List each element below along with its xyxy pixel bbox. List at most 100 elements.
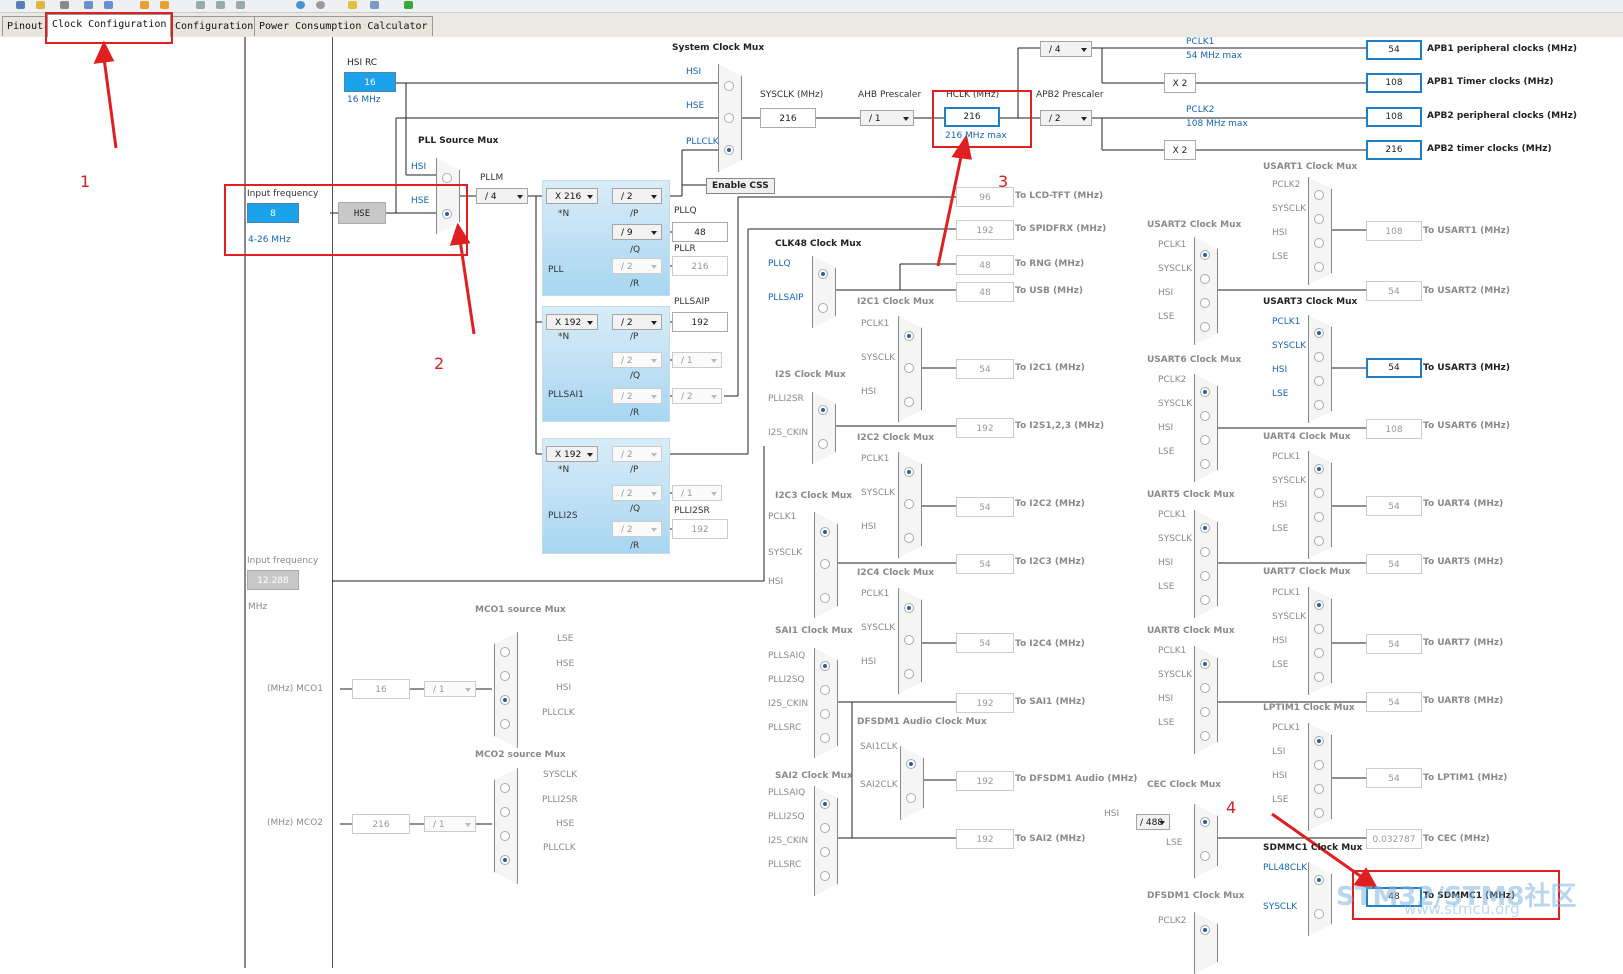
dfsdm1-pclk2-radio[interactable] xyxy=(1200,925,1210,935)
pllsai1-n-dropdown[interactable]: X 192 xyxy=(546,314,598,330)
uart4-pclk1-radio[interactable] xyxy=(1314,464,1324,474)
i2s-plli2sr-radio[interactable] xyxy=(818,405,828,415)
mco1-mux[interactable] xyxy=(494,632,518,748)
mco2-plli2sr-radio[interactable] xyxy=(500,807,510,817)
pllq-dropdown[interactable]: / 9 xyxy=(612,224,662,240)
sai1-pllsrc-radio[interactable] xyxy=(820,733,830,743)
plli2s-r-dropdown[interactable]: / 2 xyxy=(612,521,662,537)
usart3-pclk1-radio[interactable] xyxy=(1314,328,1324,338)
mco1-lse-radio[interactable] xyxy=(500,647,510,657)
sai1-ckin-radio[interactable] xyxy=(820,709,830,719)
uart8-pclk1-radio[interactable] xyxy=(1200,659,1210,669)
cec-lse-radio[interactable] xyxy=(1200,851,1210,861)
clk48-mux[interactable] xyxy=(812,256,836,328)
sai2-pllsrc-radio[interactable] xyxy=(820,871,830,881)
dfsdm-audio-sai1-radio[interactable] xyxy=(906,759,916,769)
uart7-sysclk-radio[interactable] xyxy=(1314,624,1324,634)
pllsai1-p-dropdown[interactable]: / 2 xyxy=(612,314,662,330)
uart8-mux[interactable] xyxy=(1194,646,1218,754)
usart6-pclk2-radio[interactable] xyxy=(1200,387,1210,397)
i2c1-mux[interactable] xyxy=(898,316,922,422)
sai2-mux[interactable] xyxy=(814,786,838,896)
usart2-pclk1-radio[interactable] xyxy=(1200,250,1210,260)
uart5-pclk1-radio[interactable] xyxy=(1200,523,1210,533)
dfsdm-audio-sai2-radio[interactable] xyxy=(906,793,916,803)
uart4-lse-radio[interactable] xyxy=(1314,536,1324,546)
plli2s-n-dropdown[interactable]: X 192 xyxy=(546,446,598,462)
mco2-pllclk-radio[interactable] xyxy=(500,855,510,865)
hclk-input[interactable]: 216 xyxy=(944,107,1000,127)
uart7-pclk1-radio[interactable] xyxy=(1314,600,1324,610)
pllr-dropdown[interactable]: / 2 xyxy=(612,258,662,274)
sdmmc1-pll48clk-radio[interactable] xyxy=(1314,875,1324,885)
pll-source-hse-radio[interactable] xyxy=(442,209,452,219)
generate-icon[interactable] xyxy=(140,1,149,9)
stop-icon[interactable] xyxy=(316,1,325,9)
uart7-hsi-radio[interactable] xyxy=(1314,648,1324,658)
uart5-lse-radio[interactable] xyxy=(1200,595,1210,605)
pllm-dropdown[interactable]: / 4 xyxy=(476,188,528,204)
sai2-pllsaiq-radio[interactable] xyxy=(820,799,830,809)
sys-mux-pllclk-radio[interactable] xyxy=(724,145,734,155)
mco1-div-dropdown[interactable]: / 1 xyxy=(424,681,476,697)
i2c4-sysclk-radio[interactable] xyxy=(904,635,914,645)
i2c1-pclk1-radio[interactable] xyxy=(904,331,914,341)
i2c2-sysclk-radio[interactable] xyxy=(904,499,914,509)
sdmmc1-mux[interactable] xyxy=(1308,862,1332,936)
search-icon[interactable] xyxy=(348,1,357,9)
system-clock-mux[interactable] xyxy=(718,64,742,172)
mco1-pllclk-radio[interactable] xyxy=(500,719,510,729)
cec-div-dropdown[interactable]: / 488 xyxy=(1136,814,1170,830)
paste-icon[interactable] xyxy=(104,1,113,9)
uart5-sysclk-radio[interactable] xyxy=(1200,547,1210,557)
save-icon[interactable] xyxy=(60,1,69,9)
uart7-mux[interactable] xyxy=(1308,587,1332,695)
open-icon[interactable] xyxy=(36,1,45,9)
sai1-mux[interactable] xyxy=(814,648,838,758)
report-icon[interactable] xyxy=(160,1,169,9)
pllsai1-r-dropdown[interactable]: / 2 xyxy=(612,388,662,404)
uart4-mux[interactable] xyxy=(1308,451,1332,559)
sai1-pllsaiq-radio[interactable] xyxy=(820,661,830,671)
pllsai1-r2-dropdown[interactable]: / 2 xyxy=(672,388,722,404)
mco1-hsi-radio[interactable] xyxy=(500,695,510,705)
i2c3-sysclk-radio[interactable] xyxy=(820,559,830,569)
lptim1-lsi-radio[interactable] xyxy=(1314,760,1324,770)
lptim1-hsi-radio[interactable] xyxy=(1314,784,1324,794)
pllp-dropdown[interactable]: / 2 xyxy=(612,188,662,204)
sai1-plli2sq-radio[interactable] xyxy=(820,685,830,695)
lptim1-pclk1-radio[interactable] xyxy=(1314,736,1324,746)
usart2-sysclk-radio[interactable] xyxy=(1200,274,1210,284)
usart3-sysclk-radio[interactable] xyxy=(1314,352,1324,362)
new-icon[interactable] xyxy=(16,1,25,9)
uart8-sysclk-radio[interactable] xyxy=(1200,683,1210,693)
i2s-ckin-radio[interactable] xyxy=(818,439,828,449)
apb2-prescaler-dropdown[interactable]: / 2 xyxy=(1040,110,1092,126)
usart3-hsi-radio[interactable] xyxy=(1314,376,1324,386)
hse-input-field[interactable]: 8 xyxy=(247,203,299,223)
usart1-sysclk-radio[interactable] xyxy=(1314,214,1324,224)
pllsai1-q2-dropdown[interactable]: / 1 xyxy=(672,352,722,368)
uart8-lse-radio[interactable] xyxy=(1200,731,1210,741)
zoom-out-icon[interactable] xyxy=(216,1,225,9)
mco2-div-dropdown[interactable]: / 1 xyxy=(424,816,476,832)
sys-mux-hsi-radio[interactable] xyxy=(724,81,734,91)
i2c3-pclk1-radio[interactable] xyxy=(820,527,830,537)
uart5-hsi-radio[interactable] xyxy=(1200,571,1210,581)
uart8-hsi-radio[interactable] xyxy=(1200,707,1210,717)
i2c1-sysclk-radio[interactable] xyxy=(904,363,914,373)
plli2s-q2-dropdown[interactable]: / 1 xyxy=(672,485,722,501)
i2c2-mux[interactable] xyxy=(898,452,922,558)
i2c2-hsi-radio[interactable] xyxy=(904,533,914,543)
usart6-mux[interactable] xyxy=(1194,374,1218,482)
i2s-mux[interactable] xyxy=(812,392,836,464)
sdmmc1-sysclk-radio[interactable] xyxy=(1314,909,1324,919)
mco2-hse-radio[interactable] xyxy=(500,831,510,841)
pllsai1-q-dropdown[interactable]: / 2 xyxy=(612,352,662,368)
usart6-sysclk-radio[interactable] xyxy=(1200,411,1210,421)
usart1-mux[interactable] xyxy=(1308,177,1332,285)
usart1-hsi-radio[interactable] xyxy=(1314,238,1324,248)
usart2-mux[interactable] xyxy=(1194,237,1218,345)
usart3-mux[interactable] xyxy=(1308,315,1332,423)
usart6-hsi-radio[interactable] xyxy=(1200,435,1210,445)
